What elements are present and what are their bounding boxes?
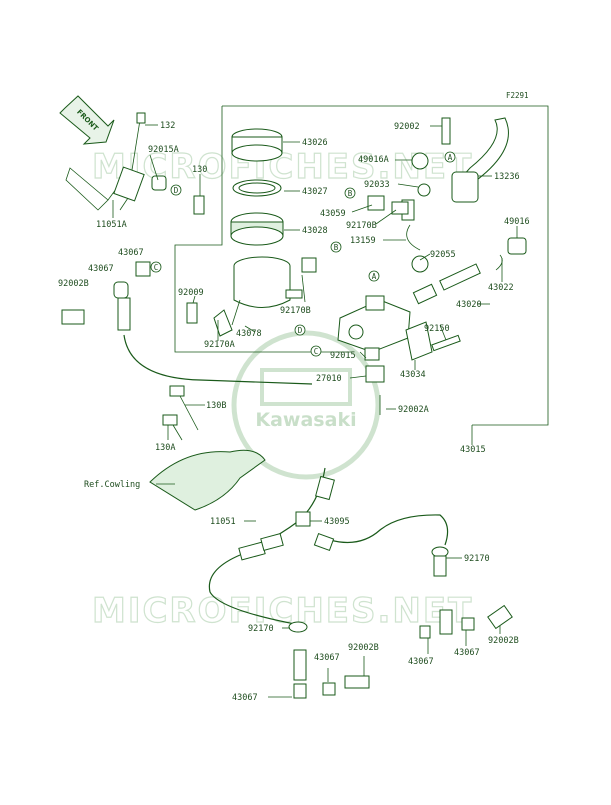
- ref-cowling-note: Ref.Cowling: [84, 480, 140, 490]
- cowling: [149, 449, 266, 511]
- callout-130B: 130B: [206, 401, 226, 411]
- callout-43067-a: 43067: [118, 248, 144, 258]
- callout-43067-b: 43067: [88, 264, 114, 274]
- marker-d2: D: [298, 326, 303, 335]
- diaphragm: [230, 212, 284, 246]
- marker-a2: A: [372, 272, 377, 281]
- part-92170B-top: [391, 201, 409, 215]
- marker-d1: D: [174, 186, 179, 195]
- callout-92002B-c: 92002B: [488, 636, 519, 646]
- callout-92170-left: 92170: [248, 624, 274, 634]
- callout-13159: 13159: [350, 236, 376, 246]
- callout-92055: 92055: [430, 250, 456, 260]
- callout-43028: 43028: [302, 226, 328, 236]
- callout-132: 132: [160, 121, 175, 131]
- callout-43026: 43026: [302, 138, 328, 148]
- marker-c1: C: [154, 263, 159, 272]
- callout-130: 130: [192, 165, 207, 175]
- part-92170A: [213, 309, 233, 337]
- callout-92009: 92009: [178, 288, 204, 298]
- part-43059: [367, 195, 385, 211]
- callout-92015: 92015: [330, 351, 356, 361]
- clutch-lever: [401, 117, 527, 273]
- callout-92002B-a: 92002B: [58, 279, 89, 289]
- callout-43067-e: 43067: [454, 648, 480, 658]
- leader-lines: [112, 124, 518, 698]
- marker-a1: A: [448, 153, 453, 162]
- callout-11051: 11051: [210, 517, 236, 527]
- callout-13236: 13236: [494, 172, 520, 182]
- hose-upper: [123, 334, 313, 385]
- marker-b2: B: [334, 243, 339, 252]
- watermark-bottom: MICROFICHES.NET: [92, 591, 473, 631]
- assembly-frame-inner: [174, 106, 352, 353]
- master-cylinder: [337, 295, 411, 361]
- switch-27010: [365, 365, 385, 415]
- callout-43095: 43095: [324, 517, 350, 527]
- callout-27010: 27010: [316, 374, 342, 384]
- washer-43067-b: [113, 281, 129, 299]
- callout-43067-f: 43067: [232, 693, 258, 703]
- callout-92015A: 92015A: [148, 145, 179, 155]
- kawasaki-logo: Kawasaki: [231, 330, 381, 480]
- callout-92170-right: 92170: [464, 554, 490, 564]
- callout-43027: 43027: [302, 187, 328, 197]
- callout-43067-c: 43067: [408, 657, 434, 667]
- diagram-code: F2291: [506, 91, 529, 100]
- washer-43067-a: [135, 261, 151, 277]
- callout-92002B-b: 92002B: [348, 643, 379, 653]
- front-arrow-icon: FRONT: [59, 95, 115, 145]
- callout-92170A: 92170A: [204, 340, 235, 350]
- callout-92170B-mid: 92170B: [280, 306, 311, 316]
- ref-markers: D C B B A A D C: [150, 151, 456, 357]
- piston-assembly: [412, 263, 481, 352]
- callout-43078: 43078: [236, 329, 262, 339]
- logo-text: Kawasaki: [255, 409, 356, 431]
- assembly-frame-outer: [222, 105, 549, 426]
- diaphragm-plate: [232, 179, 282, 197]
- marker-b1: B: [348, 189, 353, 198]
- reservoir-cap: [231, 128, 283, 162]
- callout-92002-top: 92002: [394, 122, 420, 132]
- callout-43022: 43022: [488, 283, 514, 293]
- banjo-fitting-left: [117, 297, 131, 331]
- bolt-92002B-a: [61, 309, 85, 325]
- callout-92170B-top: 92170B: [346, 221, 377, 231]
- part-92009: [186, 302, 198, 324]
- callout-43067-d: 43067: [314, 653, 340, 663]
- bolt-130B: [169, 385, 185, 397]
- callout-92002A: 92002A: [398, 405, 429, 415]
- callout-43020: 43020: [456, 300, 482, 310]
- bolt-130A: [162, 414, 178, 426]
- callout-43059: 43059: [320, 209, 346, 219]
- callout-92150: 92150: [424, 324, 450, 334]
- clamp-43034: [405, 321, 433, 361]
- callout-130A: 130A: [155, 443, 175, 453]
- callout-49016A: 49016A: [358, 155, 389, 165]
- reservoir: [231, 256, 303, 326]
- callout-92033: 92033: [364, 180, 390, 190]
- part-92170B-mid: [301, 257, 317, 273]
- callout-43015: 43015: [460, 445, 486, 455]
- mirror-bracket: [65, 112, 205, 215]
- marker-c2: C: [314, 347, 319, 356]
- callout-49016: 49016: [504, 217, 530, 227]
- callouts: 132 92015A 130 11051A 43026 43027 43059 …: [58, 121, 530, 703]
- callout-43034: 43034: [400, 370, 426, 380]
- hose-lower-assembly: [208, 467, 513, 699]
- callout-11051A: 11051A: [96, 220, 127, 230]
